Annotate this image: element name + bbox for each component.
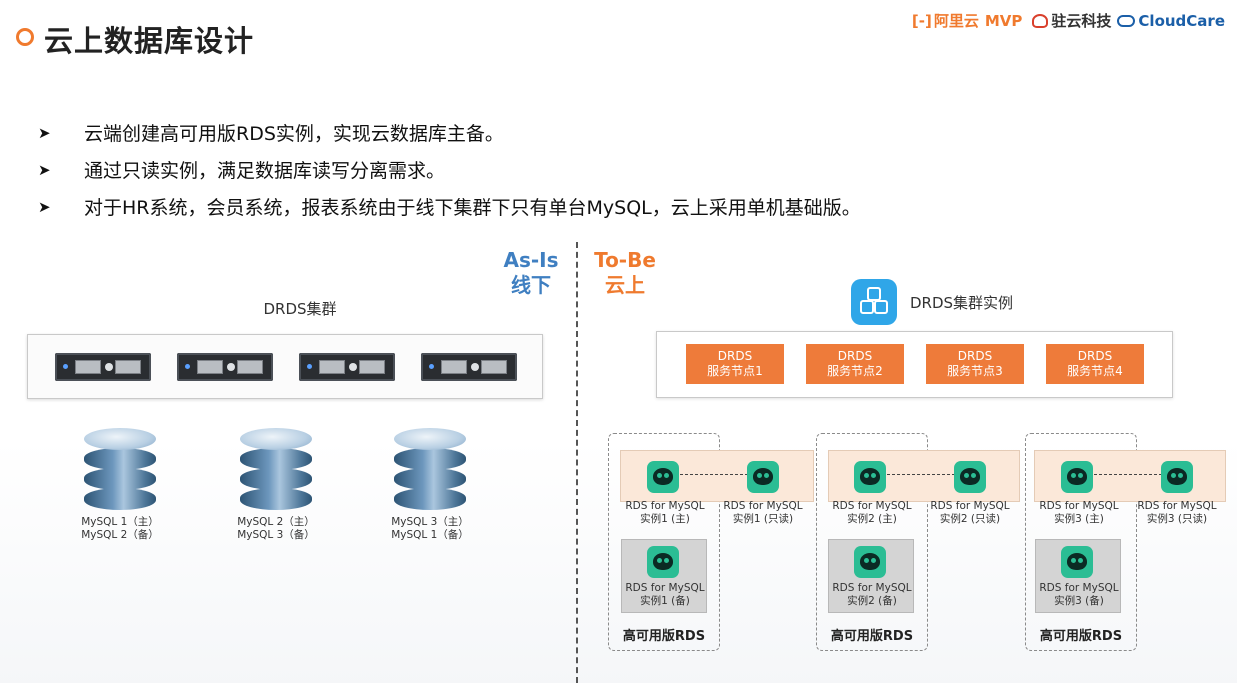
- rds-mysql-icon: [854, 546, 886, 578]
- drds-instance-title: DRDS集群实例: [910, 294, 1014, 312]
- ha-rds-group-1: [608, 433, 720, 651]
- server-icon: [177, 353, 273, 381]
- drds-service-icon: [851, 279, 897, 325]
- rds-mysql-icon: [1161, 461, 1193, 493]
- title-bullet-icon: [16, 28, 34, 46]
- replication-link: [1094, 474, 1162, 475]
- server-icon: [299, 353, 395, 381]
- logo-bar: [-]阿里云 MVP 驻云科技 CloudCare: [912, 10, 1225, 31]
- bullet-item: ➤云端创建高可用版RDS实例，实现云数据库主备。: [38, 123, 504, 145]
- rds-mysql-icon: [747, 461, 779, 493]
- rds-mysql-icon: [1061, 461, 1093, 493]
- rds-mysql-icon: [647, 546, 679, 578]
- aliyun-logo: [-]阿里云: [911, 12, 979, 30]
- ha-rds-group-3: [1025, 433, 1137, 651]
- ha-rds-group-2: [816, 433, 928, 651]
- arrow-icon: ➤: [38, 197, 51, 216]
- ha-rds-caption: 高可用版RDS: [830, 629, 914, 644]
- zhuyun-logo: 驻云科技: [1032, 10, 1111, 31]
- cloud-icon: [1117, 14, 1136, 27]
- rds-mysql-icon: [1061, 546, 1093, 578]
- rds-mysql-icon: [954, 461, 986, 493]
- ha-rds-caption: 高可用版RDS: [622, 629, 706, 644]
- database-icon: [394, 428, 466, 512]
- server-icon: [421, 353, 517, 381]
- cloudcare-logo: CloudCare: [1117, 12, 1225, 30]
- mvp-logo: MVP: [984, 11, 1023, 30]
- mysql-database-1: MySQL 1（主）MySQL 2（备）: [70, 428, 170, 542]
- background-gradient: [0, 440, 1237, 683]
- drds-cluster-box: [27, 334, 543, 399]
- mysql-database-3: MySQL 3（主）MySQL 1（备）: [380, 428, 480, 542]
- zhuyun-mark-icon: [1032, 13, 1049, 28]
- database-icon: [240, 428, 312, 512]
- bullet-list: ➤云端创建高可用版RDS实例，实现云数据库主备。 ➤通过只读实例，满足数据库读写…: [38, 114, 861, 225]
- drds-cluster-label: DRDS集群: [263, 300, 337, 318]
- arrow-icon: ➤: [38, 123, 51, 142]
- page-title: 云上数据库设计: [44, 24, 255, 58]
- server-icon: [55, 353, 151, 381]
- arrow-icon: ➤: [38, 160, 51, 179]
- rds-mysql-icon: [854, 461, 886, 493]
- bullet-item: ➤通过只读实例，满足数据库读写分离需求。: [38, 160, 446, 182]
- replication-link: [680, 474, 748, 475]
- bullet-item: ➤对于HR系统，会员系统，报表系统由于线下集群下只有单台MySQL，云上采用单机…: [38, 197, 861, 219]
- replication-link: [887, 474, 955, 475]
- rds-mysql-icon: [647, 461, 679, 493]
- mysql-database-2: MySQL 2（主）MySQL 3（备）: [226, 428, 326, 542]
- ha-rds-caption: 高可用版RDS: [1039, 629, 1123, 644]
- section-divider: [576, 242, 578, 683]
- database-icon: [84, 428, 156, 512]
